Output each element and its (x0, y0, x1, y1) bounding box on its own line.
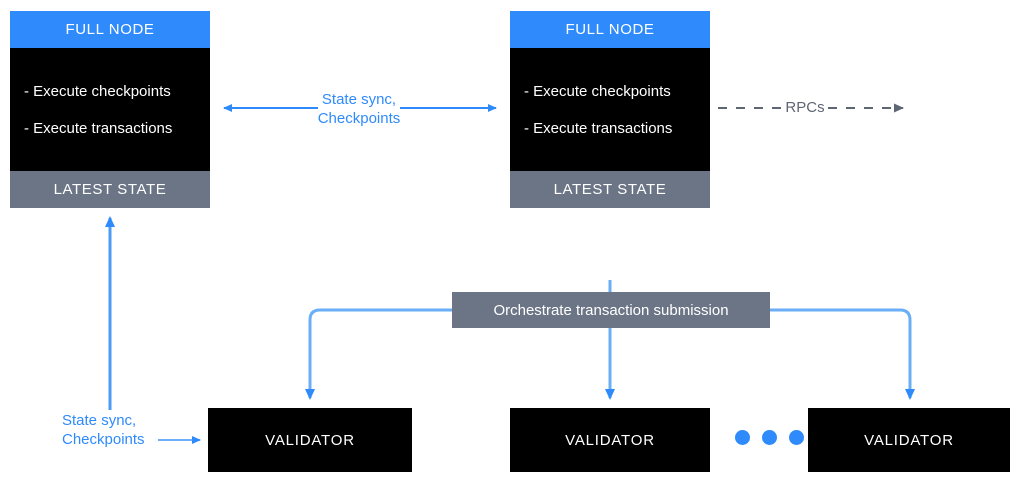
ellipsis-dot-icon (735, 430, 750, 445)
validator-1[interactable]: VALIDATOR (208, 408, 412, 472)
orchestrate-transaction-submission-box[interactable]: Orchestrate transaction submission (452, 292, 770, 328)
full-node-left-footer: LATEST STATE (10, 171, 210, 208)
validator-1-label: VALIDATOR (265, 431, 355, 449)
edge-label-state-sync-bottom: State sync, Checkpoints (62, 412, 145, 448)
validator-3[interactable]: VALIDATOR (808, 408, 1010, 472)
edge-validator-to-full-node (105, 216, 201, 444)
edge-label-state-sync-top: State sync, Checkpoints (317, 91, 401, 127)
full-node-right-body: - Execute checkpoints - Execute transact… (510, 48, 710, 171)
ellipsis-dots (735, 430, 804, 445)
validator-2[interactable]: VALIDATOR (510, 408, 710, 472)
full-node-right-bullet-1: - Execute checkpoints (524, 82, 671, 100)
full-node-left[interactable]: FULL NODE - Execute checkpoints - Execut… (10, 11, 210, 208)
full-node-left-body: - Execute checkpoints - Execute transact… (10, 48, 210, 171)
ellipsis-dot-icon (789, 430, 804, 445)
full-node-right[interactable]: FULL NODE - Execute checkpoints - Execut… (510, 11, 710, 208)
edge-orchestrator-to-validator-1 (305, 308, 452, 400)
validator-3-label: VALIDATOR (864, 431, 954, 449)
full-node-right-header: FULL NODE (510, 11, 710, 48)
full-node-left-bullet-1: - Execute checkpoints (24, 82, 171, 100)
full-node-left-header: FULL NODE (10, 11, 210, 48)
orchestrate-label: Orchestrate transaction submission (493, 301, 729, 319)
validator-2-label: VALIDATOR (565, 431, 655, 449)
full-node-right-bullet-2: - Execute transactions (524, 119, 673, 137)
full-node-right-footer: LATEST STATE (510, 171, 710, 208)
edge-orchestrator-to-validator-3 (770, 308, 915, 400)
edge-label-rpcs: RPCs (785, 99, 825, 116)
ellipsis-dot-icon (762, 430, 777, 445)
full-node-left-bullet-2: - Execute transactions (24, 119, 173, 137)
